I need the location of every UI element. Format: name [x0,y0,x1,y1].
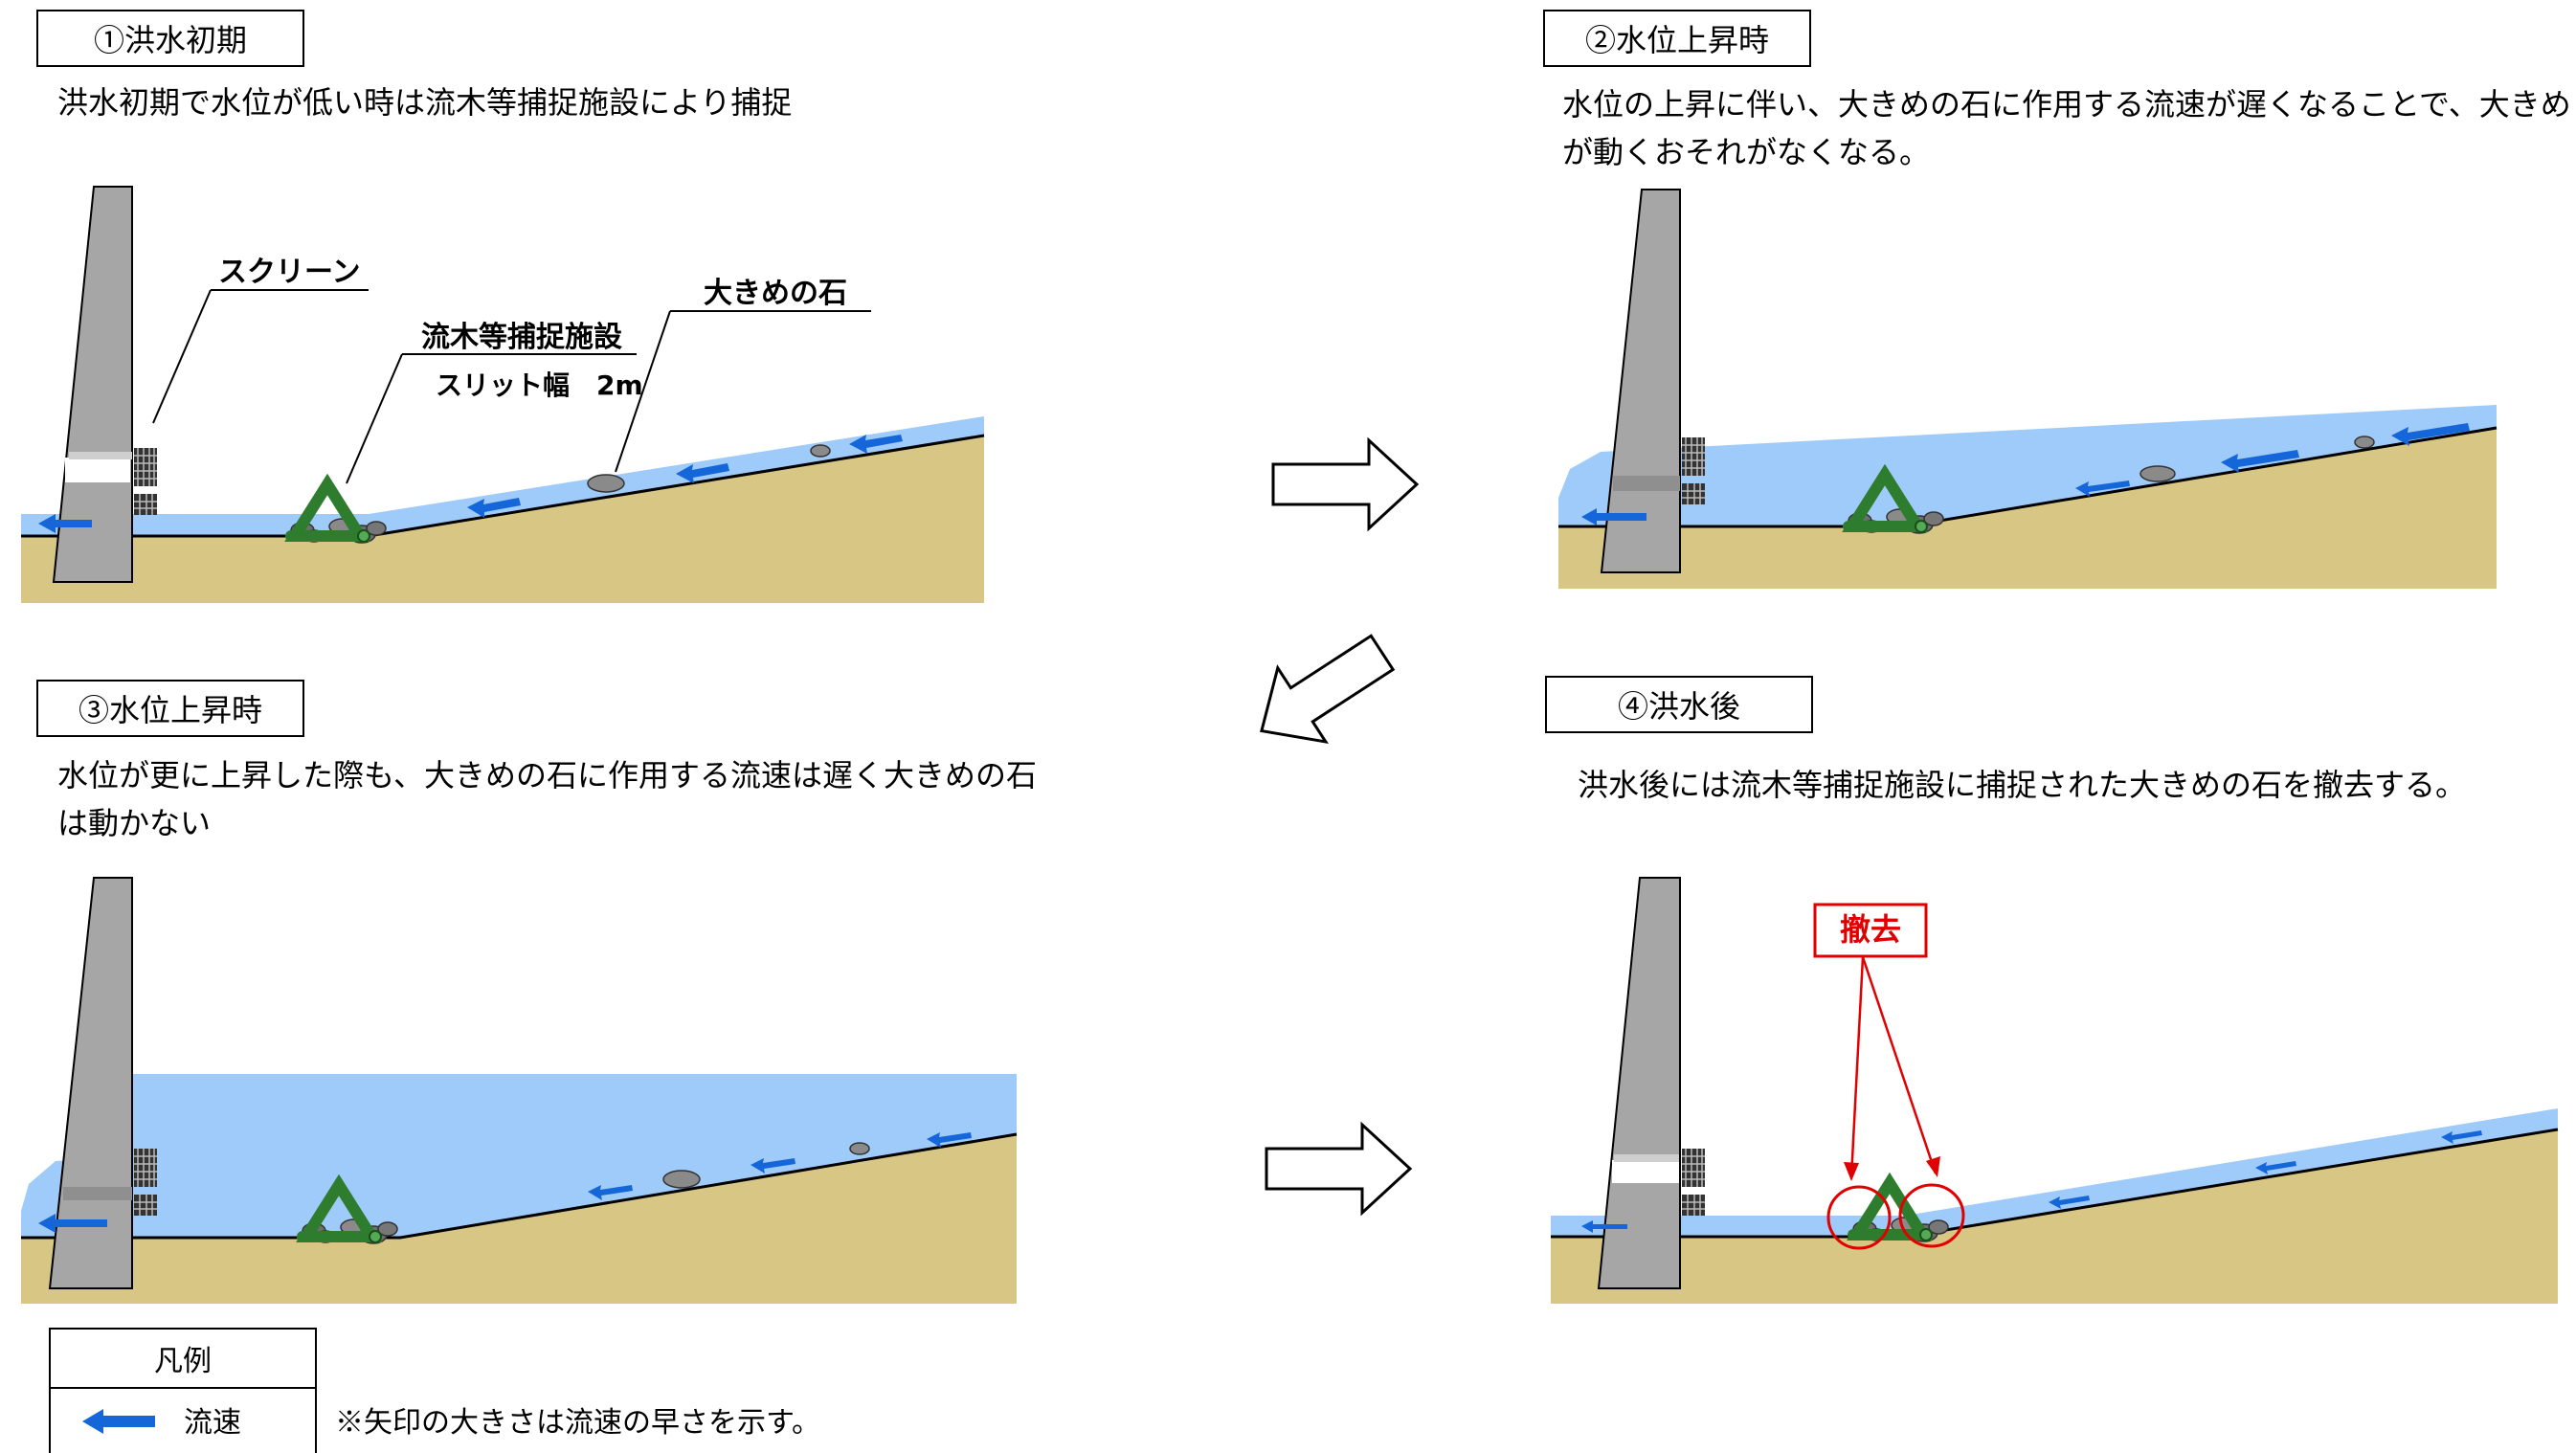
legend-box [49,1328,317,1453]
panel2-description: 水位の上昇に伴い、大きめの石に作用する流速が遅くなることで、大きめ が動くおそれ… [1562,80,2571,176]
panel2-water [1558,405,2497,526]
flow-arrow [1581,1220,1627,1233]
flow-arrow [750,1158,795,1174]
removal-circle-left [1826,1185,1892,1250]
panel4-ground [1551,1129,2558,1304]
panel2-title: ②水位上昇時 [1543,10,1811,67]
panel3-description: 水位が更に上昇した際も、大きめの石に作用する流速は遅く大きめの石 は動かない [57,751,1037,847]
legend-note: ※矢印の大きさは流速の早さを示す。 [335,1406,820,1440]
flow-arrow [2391,423,2470,446]
panel1-dam [52,186,133,583]
removal-arrowhead-2 [1926,1156,1940,1177]
flow-arrow [38,1214,107,1233]
panel1-ground [21,436,984,603]
label-facility: 流木等捕捉施設 [421,321,622,354]
flow-arrow [588,1185,633,1200]
panel4-flow-arrows [1581,1130,2482,1233]
panel3-dam [48,877,133,1289]
panel3-dam-band [63,1187,132,1200]
panel3-stone-2 [849,1142,870,1155]
flow-arrow [927,1132,972,1148]
panel1-leaders [152,289,871,484]
removal-label-box [1813,903,1928,958]
removal-circle-right [1898,1183,1965,1248]
flow-arrow [2221,450,2299,473]
panel1-stone-2 [810,444,831,458]
panel2-stone-1 [2139,465,2176,482]
transition-arrows [1260,436,1420,1217]
panel3-desc-line1: 水位が更に上昇した際も、大きめの石に作用する流速は遅く大きめの石 [57,757,1038,794]
arrow-down-left [1260,634,1396,744]
panel3-screen [133,1148,158,1217]
panel3-title: ③水位上昇時 [36,680,304,737]
panel2-desc-line2: が動くおそれがなくなる。 [1562,134,1931,170]
flow-arrow [849,435,903,454]
arrow-right-2 [1265,1121,1413,1217]
panel1-stone-1 [587,474,625,493]
flow-arrow [467,498,521,518]
flow-arrow [2075,481,2130,497]
panel4-dam [1597,877,1681,1289]
panel4-screen [1681,1148,1706,1217]
panel2-dam-band [1613,476,1680,491]
label-large-stone: 大きめの石 [704,277,847,310]
panel4-description: 洪水後には流木等捕捉施設に捕捉された大きめの石を撤去する。 [1578,761,2466,809]
panel1-title: ①洪水初期 [36,10,304,67]
panel3-scene [21,877,1018,1304]
panel3-flow-arrows [38,1132,972,1233]
panel4-dam-band [1612,1160,1679,1183]
panel2-scene [1558,189,2498,589]
removal-arrowhead-1 [1844,1162,1859,1181]
panel4-title: ④洪水後 [1545,676,1813,733]
legend-flow-label: 流速 [184,1406,241,1440]
flow-arrow [38,514,92,533]
flow-arrow [2255,1161,2296,1174]
panel4-desc-line1: 洪水後には流木等捕捉施設に捕捉された大きめの石を撤去する。 [1578,767,2467,803]
panel1-dam-band [65,458,130,482]
removal-label: 撤去 [1840,911,1901,948]
panel2-flow-arrows [1581,423,2470,525]
panel4-scene: 撤去 [1551,877,2559,1304]
panel3-stone-1 [662,1170,701,1189]
flow-arrow [2441,1130,2482,1144]
removal-pointers [1849,956,1938,1178]
panel1-screen [133,447,158,516]
panel2-stone-2 [2354,436,2375,449]
panel3-water [21,1074,1017,1238]
legend: 凡例 流速 ※矢印の大きさは流速の早さを示す。 [49,1328,820,1453]
panel1-desc-line1: 洪水初期で水位が低い時は流木等捕捉施設により捕捉 [57,84,793,121]
panel1-description: 洪水初期で水位が低い時は流木等捕捉施設により捕捉 [57,78,792,126]
legend-flow-arrow [82,1409,155,1434]
panel1-facility [285,484,386,543]
arrow-right-1 [1271,436,1420,532]
legend-header: 凡例 [154,1345,212,1378]
panel1-flow-arrows [38,435,903,533]
panel2-screen [1681,436,1706,505]
panel3-desc-line2: は動かない [57,805,212,841]
flow-arrow [1581,508,1646,525]
label-screen: スクリーン [218,256,361,289]
flow-arrow [676,463,729,483]
panel1-scene: スクリーン 流木等捕捉施設 スリット幅 2m 大きめの石 [21,186,985,603]
panel2-desc-line1: 水位の上昇に伴い、大きめの石に作用する流速が遅くなることで、大きめ [1562,86,2571,123]
panel3-riverbed-line [21,1132,1018,1240]
flow-arrow [2049,1196,2090,1209]
label-slit: スリット幅 2m [436,369,643,401]
